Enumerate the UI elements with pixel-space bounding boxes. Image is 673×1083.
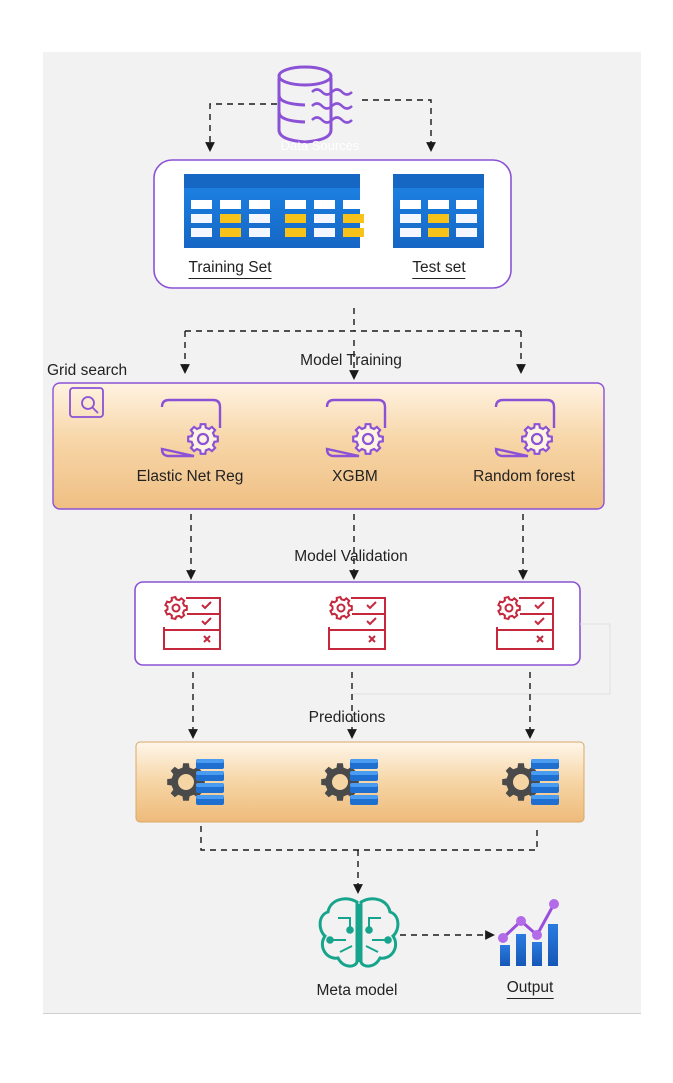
table-cell — [249, 214, 270, 223]
table-cell — [191, 214, 212, 223]
table-cell — [456, 228, 477, 237]
table-cell — [456, 214, 477, 223]
brain-icon — [318, 897, 400, 968]
table-cell — [343, 214, 364, 223]
model-label-elastic-net: Elastic Net Reg — [136, 468, 244, 485]
output-chart-icon — [498, 899, 559, 966]
table-cell — [428, 214, 449, 223]
model-training-title: Model Training — [300, 352, 402, 369]
table-cell — [249, 228, 270, 237]
output-label: Output — [506, 979, 554, 999]
training-set-label: Training Set — [188, 259, 272, 279]
validation-checklist-icon — [163, 595, 221, 650]
prediction-server-gear-icon — [167, 759, 224, 805]
table-cell — [285, 228, 306, 237]
grid-search-icon — [69, 387, 104, 418]
table-cell — [428, 228, 449, 237]
validation-checklist-icon — [496, 595, 554, 650]
canvas-bottom-border — [43, 1013, 641, 1014]
table-cell — [314, 200, 335, 209]
table-cell — [456, 200, 477, 209]
model-label-random-forest: Random forest — [473, 468, 575, 485]
prediction-server-gear-icon — [502, 759, 559, 805]
grid-search-label: Grid search — [47, 362, 128, 379]
database-icon — [277, 65, 353, 144]
split-connectors — [180, 308, 526, 380]
table-cell — [285, 214, 306, 223]
predictions-title: Predictions — [308, 709, 386, 726]
table-cell — [220, 228, 241, 237]
table-cell — [428, 200, 449, 209]
table-cell — [400, 200, 421, 209]
table-cell — [314, 214, 335, 223]
validation-checklist-icon — [328, 595, 386, 650]
model-validation-box — [134, 581, 581, 666]
model-gear-icon — [494, 398, 556, 458]
data-sources-label: Data Sources — [280, 138, 360, 153]
model-training-band — [52, 382, 605, 510]
table-cell — [343, 228, 364, 237]
table-cell — [400, 214, 421, 223]
meta-model-label: Meta model — [316, 982, 398, 999]
ghost-outline — [352, 623, 611, 695]
validation-to-prediction-connectors — [188, 672, 535, 739]
table-cell — [249, 200, 270, 209]
table-cell — [220, 200, 241, 209]
predictions-band — [135, 741, 585, 823]
table-cell — [400, 228, 421, 237]
table-cell — [191, 200, 212, 209]
source-connectors — [205, 99, 436, 152]
table-cell — [191, 228, 212, 237]
table-cell — [343, 200, 364, 209]
prediction-to-meta-connectors — [200, 826, 538, 894]
table-cell — [314, 228, 335, 237]
prediction-server-gear-icon — [321, 759, 378, 805]
training-to-validation-connectors — [186, 514, 528, 580]
model-gear-icon — [160, 398, 222, 458]
test-set-label: Test set — [412, 259, 466, 279]
table-cell — [285, 200, 306, 209]
model-validation-title: Model Validation — [294, 548, 408, 565]
table-cell — [220, 214, 241, 223]
model-label-xgbm: XGBM — [332, 468, 378, 485]
model-gear-icon — [325, 398, 387, 458]
